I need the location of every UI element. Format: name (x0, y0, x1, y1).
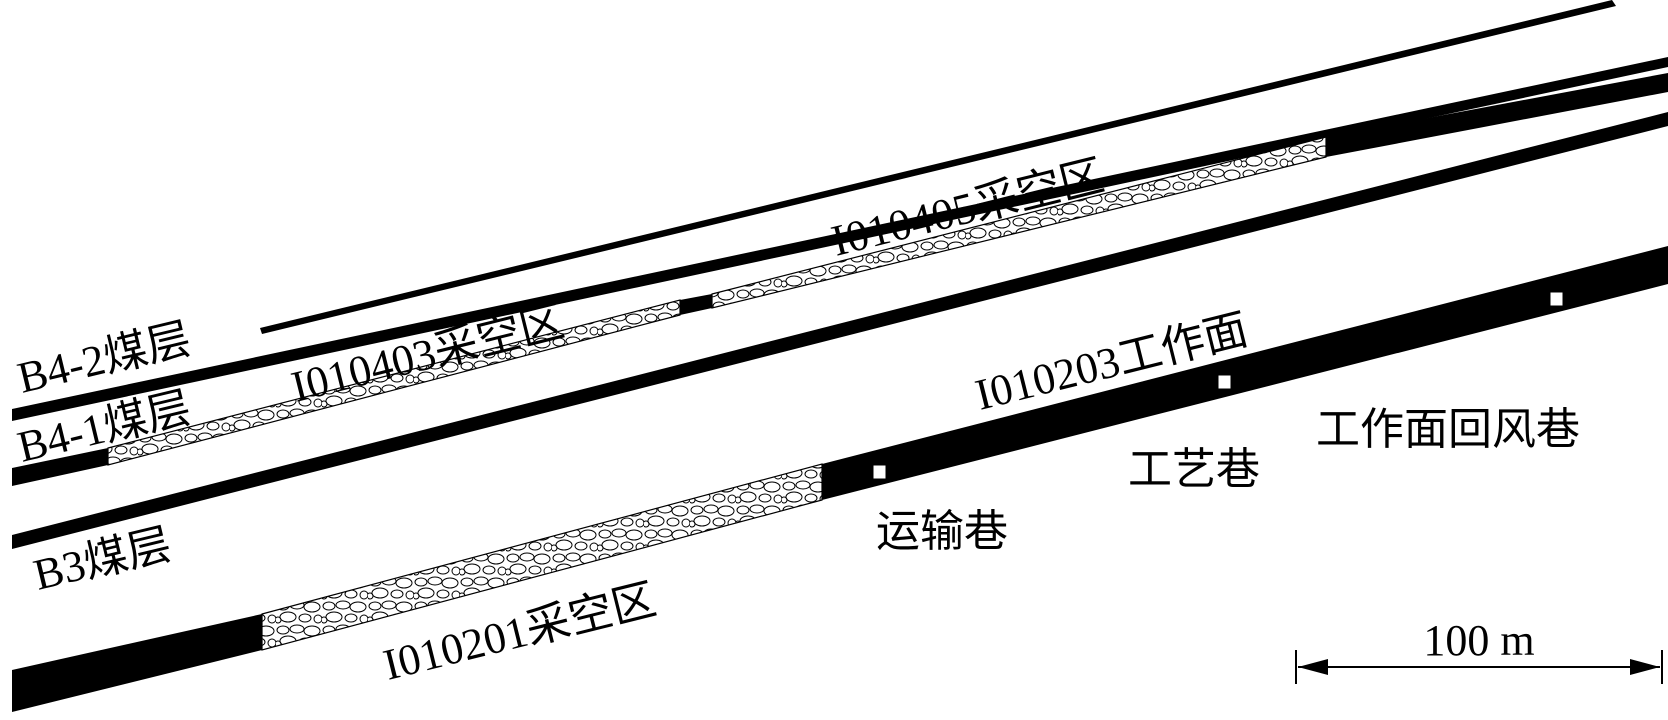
upper-stratum-line (260, 0, 1616, 334)
roadway-return-air-opening (1549, 291, 1564, 307)
label-goaf-i010405: I010405采空区 (827, 151, 1109, 266)
label-roadway-transport: 运输巷 (876, 507, 1008, 556)
b4-2-coal-segment (12, 57, 1668, 421)
middle-stratum-line (12, 112, 1668, 549)
b4-1-coal-right (1326, 73, 1668, 157)
goaf-i010403-area (107, 299, 681, 466)
scale-bar-left-arrow (1298, 659, 1328, 675)
b4-1-coal-seam (12, 73, 1668, 486)
goaf-i010405-area (711, 136, 1327, 309)
label-roadway-process: 工艺巷 (1128, 445, 1260, 494)
label-roadway-return-air: 工作面回风巷 (1316, 405, 1580, 454)
scale-bar-label: 100 m (1423, 616, 1534, 665)
roadway-transport-opening (872, 464, 887, 480)
scale-bar: 100 m (1295, 616, 1663, 684)
b4-1-coal-segment-mid (680, 294, 712, 315)
scale-bar-right-arrow (1630, 659, 1660, 675)
b3-coal-left (12, 614, 262, 712)
b4-1-coal-left (12, 448, 108, 486)
b4-2-coal-seam (12, 57, 1668, 421)
b3-coal-working-face (822, 246, 1668, 500)
b3-coal-seam (12, 246, 1668, 712)
roadway-process-opening (1217, 374, 1232, 390)
